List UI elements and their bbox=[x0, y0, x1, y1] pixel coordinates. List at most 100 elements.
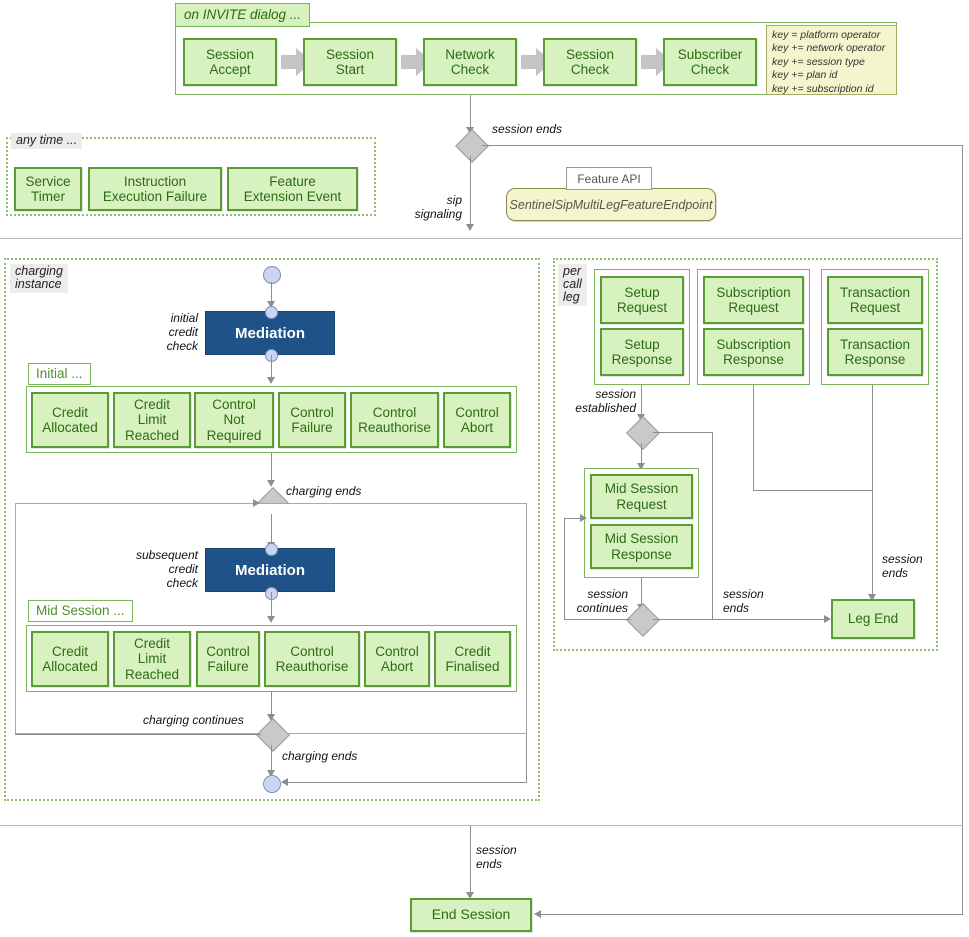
arrowhead-charging-continues-to-endpin bbox=[267, 770, 275, 777]
connector-subscription-across bbox=[753, 490, 873, 491]
connector-decision-to-mid-mediation bbox=[271, 514, 272, 546]
invite-dialog-lane-title: on INVITE dialog ... bbox=[175, 3, 311, 27]
label-sip-signaling: sip signaling bbox=[414, 193, 462, 222]
setup-request-node[interactable]: Setup Request bbox=[600, 276, 684, 324]
invite-step-subscriber-check[interactable]: Subscriber Check bbox=[663, 38, 757, 86]
connector-right-return-to-end-session bbox=[540, 914, 963, 915]
arrowhead-initial-outcomes-to-decision bbox=[267, 480, 275, 487]
connector-decision-right-down bbox=[712, 432, 713, 619]
subscription-request-node[interactable]: Subscription Request bbox=[703, 276, 804, 324]
mid-session-request-node[interactable]: Mid Session Request bbox=[590, 474, 693, 519]
initial-outcome-control-abort[interactable]: Control Abort bbox=[443, 392, 511, 448]
feature-api-body: SentinelSipMultiLegFeatureEndpoint bbox=[506, 188, 716, 221]
arrowhead-decision-to-mid-session bbox=[637, 463, 645, 470]
mid-mediation-in-pin bbox=[265, 543, 278, 556]
mid-outcome-credit-limit-reached[interactable]: Credit Limit Reached bbox=[113, 631, 191, 687]
connector-session-continues-up bbox=[564, 518, 565, 619]
connector-session-ends-right-down bbox=[962, 145, 963, 914]
connector-bottom-session-ends bbox=[470, 826, 471, 896]
initial-outcome-control-reauthorise[interactable]: Control Reauthorise bbox=[350, 392, 439, 448]
connector-decision-to-mid-session bbox=[641, 443, 642, 466]
charging-instance-lane-title: charging instance bbox=[10, 264, 68, 294]
label-session-ends-top: session ends bbox=[492, 122, 563, 136]
arrowhead-loop-back-to-decision bbox=[253, 499, 260, 507]
label-subsequent-credit-check: subsequent credit check bbox=[135, 548, 198, 591]
mid-outcome-credit-finalised[interactable]: Credit Finalised bbox=[434, 631, 511, 687]
connector-invite-to-decision bbox=[470, 95, 471, 131]
invite-step-session-accept[interactable]: Session Accept bbox=[183, 38, 277, 86]
subscription-response-node[interactable]: Subscription Response bbox=[703, 328, 804, 376]
initial-outcome-control-failure[interactable]: Control Failure bbox=[278, 392, 346, 448]
mid-session-outcomes-group-title: Mid Session ... bbox=[28, 600, 133, 622]
divider-bottom bbox=[0, 825, 963, 826]
connector-subscription-down bbox=[753, 385, 754, 490]
per-call-leg-lane-title: per call leg bbox=[558, 264, 587, 307]
end-session-node[interactable]: End Session bbox=[410, 898, 532, 932]
transaction-request-node[interactable]: Transaction Request bbox=[827, 276, 923, 324]
arrowhead-mid-mediation-to-outcomes bbox=[267, 616, 275, 623]
connector-setup-to-decision bbox=[641, 385, 642, 418]
initial-outcomes-group-title: Initial ... bbox=[28, 363, 91, 385]
connector-start-to-mediation bbox=[271, 282, 272, 304]
connector-mid-session-to-decision bbox=[641, 578, 642, 608]
feature-api-tab: Feature API bbox=[566, 167, 652, 190]
arrowhead-charging-ends-top-to-endpin bbox=[281, 778, 288, 786]
initial-mediation-in-pin bbox=[265, 306, 278, 319]
connector-charging-continues-to-endpin bbox=[271, 745, 272, 775]
label-session-continues: session continues bbox=[576, 587, 628, 616]
label-charging-continues: charging continues bbox=[143, 713, 244, 727]
label-session-established: session established bbox=[575, 387, 636, 416]
setup-response-node[interactable]: Setup Response bbox=[600, 328, 684, 376]
invite-step-network-check[interactable]: Network Check bbox=[423, 38, 517, 86]
arrowhead-session-continues-into-group bbox=[580, 514, 587, 522]
connector-session-ends-to-leg-end bbox=[653, 619, 827, 620]
connector-charging-continues-left bbox=[15, 734, 261, 735]
arrowhead-transaction-to-leg-end bbox=[868, 594, 876, 601]
charging-start-pin bbox=[263, 266, 281, 284]
invite-step-session-check[interactable]: Session Check bbox=[543, 38, 637, 86]
decision-session-ends-top bbox=[455, 129, 489, 163]
label-session-ends-mid: session ends bbox=[723, 587, 764, 616]
initial-outcome-credit-limit-reached[interactable]: Credit Limit Reached bbox=[113, 392, 191, 448]
connector-session-continues-left bbox=[564, 619, 631, 620]
transaction-response-node[interactable]: Transaction Response bbox=[827, 328, 923, 376]
mid-session-response-node[interactable]: Mid Session Response bbox=[590, 524, 693, 569]
any-time-feature-extension-event[interactable]: Feature Extension Event bbox=[227, 167, 358, 211]
mid-outcome-control-reauthorise[interactable]: Control Reauthorise bbox=[264, 631, 360, 687]
invite-key-note: key = platform operator key += network o… bbox=[766, 25, 897, 95]
connector-initial-outcomes-to-decision bbox=[271, 453, 272, 483]
connector-decision-right-branch bbox=[653, 432, 713, 433]
label-charging-ends-top: charging ends bbox=[286, 484, 362, 498]
any-time-service-timer[interactable]: Service Timer bbox=[14, 167, 82, 211]
mid-outcome-control-failure[interactable]: Control Failure bbox=[196, 631, 260, 687]
connector-session-ends-top-right bbox=[482, 145, 963, 146]
arrowhead-mid-outcomes-to-decision bbox=[267, 714, 275, 721]
charging-end-pin bbox=[263, 775, 281, 793]
mid-outcome-control-abort[interactable]: Control Abort bbox=[364, 631, 430, 687]
arrowhead-session-ends-to-leg-end bbox=[824, 615, 831, 623]
arrowhead-start-to-mediation bbox=[267, 301, 275, 308]
label-session-ends-right: session ends bbox=[882, 552, 923, 581]
initial-outcome-control-not-required[interactable]: Control Not Required bbox=[194, 392, 274, 448]
connector-session-continues-into-group bbox=[564, 518, 584, 519]
any-time-lane-title: any time ... bbox=[11, 133, 83, 150]
label-initial-credit-check: initial credit check bbox=[166, 311, 198, 354]
any-time-instruction-execution-failure[interactable]: Instruction Execution Failure bbox=[88, 167, 222, 211]
label-charging-ends-bottom: charging ends bbox=[282, 749, 358, 763]
label-session-ends-bottom: session ends bbox=[476, 843, 517, 872]
arrowhead-right-return-to-end-session bbox=[534, 910, 541, 918]
arrowhead-sip-signaling bbox=[466, 224, 474, 231]
connector-mid-mediation-to-outcomes bbox=[271, 592, 272, 618]
divider-top bbox=[0, 238, 963, 239]
arrowhead-initial-mediation-to-outcomes bbox=[267, 377, 275, 384]
mid-outcome-credit-allocated[interactable]: Credit Allocated bbox=[31, 631, 109, 687]
connector-initial-mediation-to-outcomes bbox=[271, 355, 272, 380]
connector-mid-outcomes-to-decision bbox=[271, 692, 272, 718]
connector-charging-ends-top-to-endpin bbox=[283, 782, 527, 783]
connector-transaction-down bbox=[872, 385, 873, 598]
connector-sip-signaling bbox=[470, 156, 471, 228]
leg-end-node[interactable]: Leg End bbox=[831, 599, 915, 639]
initial-outcome-credit-allocated[interactable]: Credit Allocated bbox=[31, 392, 109, 448]
invite-step-session-start[interactable]: Session Start bbox=[303, 38, 397, 86]
